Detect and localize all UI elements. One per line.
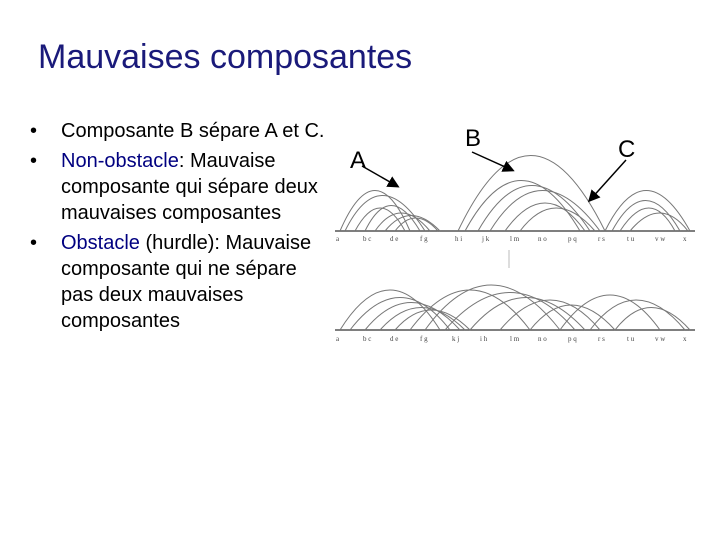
arc <box>394 309 471 331</box>
arc <box>394 217 439 232</box>
tick-label: r s <box>598 235 605 243</box>
tick-label: l m <box>510 235 520 243</box>
tick-label: h i <box>455 235 462 243</box>
bullet-item: • Composante B sépare A et C. <box>30 118 330 144</box>
arc <box>504 202 586 232</box>
tick-label: l m <box>510 335 520 343</box>
tick-label: v w <box>655 335 666 343</box>
tick-label: x <box>683 235 687 243</box>
arc <box>611 200 681 232</box>
arrow-a <box>361 165 400 188</box>
slide-title: Mauvaises composantes <box>38 38 413 76</box>
tick-label: n o <box>538 335 547 343</box>
bullet-list: • Composante B sépare A et C. • Non-obst… <box>30 118 330 338</box>
tick-label: t u <box>627 335 635 343</box>
bottom-tick-labels: a b c d e f g k j i h l m n o p q r s t … <box>336 335 687 343</box>
tick-label: p q <box>568 235 577 243</box>
arc <box>339 190 411 232</box>
arc <box>339 289 441 331</box>
arc <box>604 190 691 232</box>
tick-label: k j <box>452 335 459 343</box>
tick-label: i h <box>480 335 488 343</box>
tick-label: b c <box>363 335 371 343</box>
arc <box>489 190 601 232</box>
bullet-term: Obstacle <box>61 232 140 254</box>
arc <box>349 297 451 331</box>
bullet-text: Composante B sépare A et C. <box>61 120 325 142</box>
tick-label: b c <box>363 235 371 243</box>
arc <box>519 207 596 232</box>
tick-label: j k <box>481 235 490 243</box>
tick-label: a <box>336 235 340 243</box>
arc <box>354 207 406 232</box>
bullet-term: Non-obstacle <box>61 150 179 172</box>
bullet-item: • Non-obstacle: Mauvaise composante qui … <box>30 148 330 226</box>
arc <box>444 292 576 331</box>
tick-label: f g <box>420 335 428 343</box>
bullet-text: (hurdle): Mauvaise composante qui ne sép… <box>61 232 312 332</box>
arc <box>409 289 531 331</box>
bullet-symbol: • <box>30 150 38 172</box>
label-b: B <box>465 125 481 152</box>
bullet-item: • Obstacle (hurdle): Mauvaise composante… <box>30 230 330 334</box>
bullet-symbol: • <box>30 232 38 254</box>
arc <box>589 299 686 331</box>
arc <box>384 215 441 232</box>
arc <box>379 307 466 331</box>
bottom-arc-group <box>335 284 695 331</box>
tick-label: r s <box>598 335 605 343</box>
tick-label: d e <box>390 235 398 243</box>
tick-label: n o <box>538 235 547 243</box>
top-arc-group <box>335 155 695 232</box>
bullet-symbol: • <box>30 120 38 142</box>
arc <box>457 155 606 232</box>
tick-label: t u <box>627 235 635 243</box>
arc <box>364 302 461 331</box>
arc <box>614 307 691 331</box>
tick-label: x <box>683 335 687 343</box>
label-a: A <box>350 147 366 174</box>
arc <box>477 185 591 232</box>
tick-label: v w <box>655 235 666 243</box>
arc <box>469 297 586 331</box>
arc <box>629 212 689 232</box>
arc <box>499 299 601 331</box>
arc <box>529 304 616 331</box>
arc <box>374 212 431 232</box>
tick-label: d e <box>390 335 398 343</box>
arrow-c <box>587 159 627 203</box>
arc <box>559 294 661 331</box>
arc <box>364 205 421 232</box>
bullet-text: : Mauvaise composante qui sépare deux ma… <box>61 150 318 224</box>
tick-label: p q <box>568 335 577 343</box>
arc <box>424 284 561 331</box>
top-tick-labels: a b c d e f g h i j k l m n o p q r s t … <box>336 235 687 243</box>
tick-label: a <box>336 335 340 343</box>
arrow-b <box>471 151 515 172</box>
arc <box>619 207 676 232</box>
label-c: C <box>618 136 635 163</box>
tick-label: f g <box>420 235 428 243</box>
